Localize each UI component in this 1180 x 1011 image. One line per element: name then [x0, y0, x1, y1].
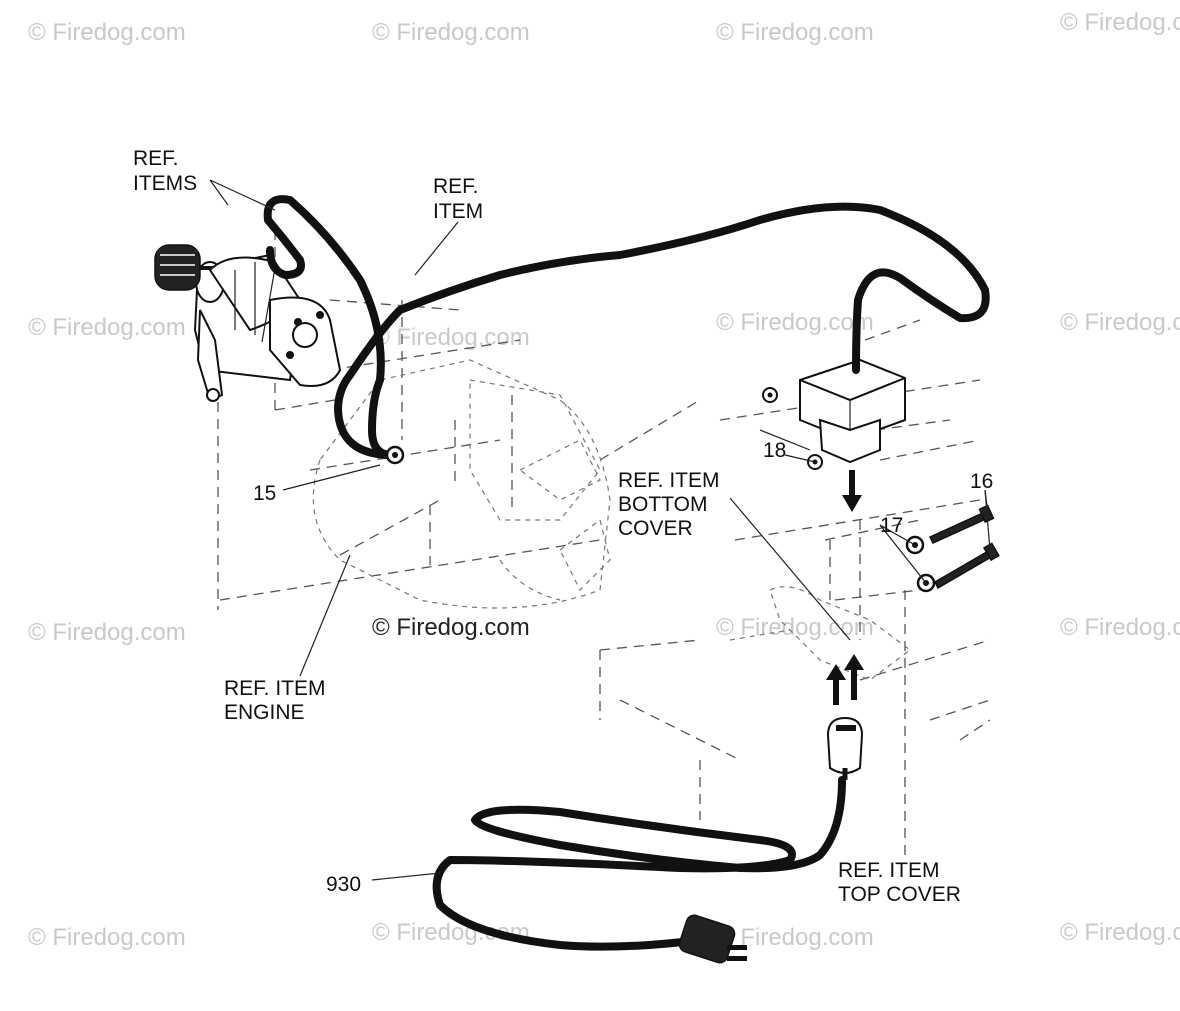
starter-motor [154, 244, 342, 402]
label-ref-item-top-cover-line2: TOP COVER [838, 883, 961, 906]
watermark: © Firedog.com [716, 614, 874, 641]
watermark: © Firedog.com [716, 19, 874, 46]
watermark: © Firedog.com [1060, 309, 1180, 336]
starter-wiring [263, 195, 990, 951]
screws-and-washers [905, 504, 1000, 593]
watermark: © Firedog.com [1060, 9, 1180, 36]
watermark: © Firedog.com [28, 19, 186, 46]
label-ref-items-line2: ITEMS [133, 172, 197, 195]
label-ref-item-top-cover-line1: REF. ITEM [838, 859, 940, 882]
wire-terminal-15 [385, 445, 405, 465]
label-ref-items-line1: REF. [133, 147, 179, 170]
callout-labels: REF. ITEMS REF. ITEM 15 REF. ITEM ENGINE… [133, 147, 993, 906]
label-part-16: 16 [970, 470, 993, 493]
watermark: © Firedog.com [372, 324, 530, 351]
label-part-15: 15 [253, 482, 276, 505]
assembly-arrows [826, 470, 864, 705]
watermark: © Firedog.com [1060, 919, 1180, 946]
watermark: © Firedog.com [716, 309, 874, 336]
label-ref-item-top-line2: ITEM [433, 200, 483, 223]
starter-cord-loop [263, 195, 396, 459]
watermark: © Firedog.com [1060, 614, 1180, 641]
watermark: © Firedog.com [28, 619, 186, 646]
starter-switch-box [759, 358, 906, 470]
starter-connector [826, 716, 864, 780]
label-ref-item-bottom-cover-line1: REF. ITEM [618, 469, 720, 492]
watermark-center: © Firedog.com [372, 614, 530, 641]
label-ref-item-bottom-cover-line2: BOTTOM [618, 493, 707, 516]
watermark: © Firedog.com [28, 924, 186, 951]
leader-lines [209, 179, 991, 881]
extension-cord-plug [678, 914, 747, 964]
cover-ghost-outline [599, 319, 991, 860]
watermark: © Firedog.com [372, 19, 530, 46]
label-ref-item-engine-line2: ENGINE [224, 701, 305, 724]
label-part-18: 18 [763, 439, 786, 462]
label-ref-item-bottom-cover-line3: COVER [618, 517, 693, 540]
label-part-930: 930 [326, 873, 361, 896]
starter-cord-upper [334, 202, 990, 459]
extension-cord-930 [432, 776, 846, 951]
watermark-group: © Firedog.com © Firedog.com © Firedog.co… [28, 9, 1180, 951]
label-ref-item-top-line1: REF. [433, 175, 479, 198]
engine-ghost-outline [217, 230, 701, 610]
label-part-17: 17 [880, 514, 903, 537]
label-ref-item-engine-line1: REF. ITEM [224, 677, 326, 700]
watermark: © Firedog.com [28, 314, 186, 341]
